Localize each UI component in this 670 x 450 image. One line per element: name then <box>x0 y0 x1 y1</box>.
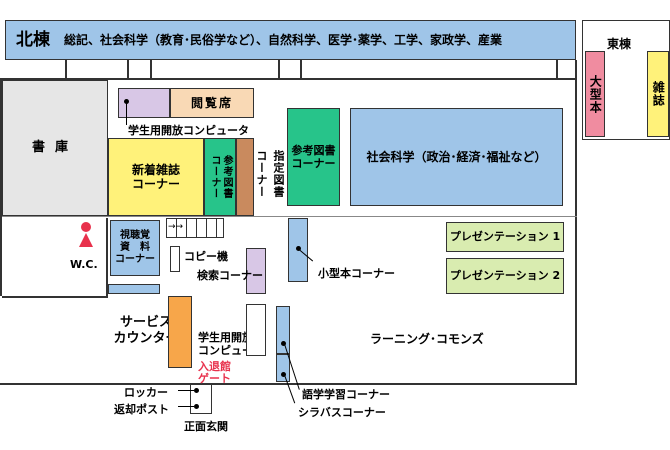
reading-seats: 閲覧席 <box>170 88 254 118</box>
east-title: 東棟 <box>607 37 632 51</box>
small-books-dot <box>296 246 301 251</box>
search-corner-box <box>246 248 266 294</box>
reference-books-corner: 参考図書コーナー <box>287 108 340 206</box>
student-pc-top-label: 学生用開放コンピュータ <box>128 124 249 137</box>
gate-label: 入退館 ゲート <box>198 359 231 386</box>
av-materials-corner: 視聴覚 資 料 コーナー <box>110 220 160 276</box>
search-label: 検索コーナー <box>197 269 263 282</box>
wc-label: W.C. <box>70 258 98 271</box>
toilet-icon <box>79 222 93 252</box>
north-building-band: 北棟 総記、社会科学（教育･民俗学など）、自然科学、医学･薬学、工学、家政学、産… <box>5 20 576 60</box>
large-books-area: 大型本 <box>585 51 605 137</box>
stacks-room: 書庫 <box>2 80 108 216</box>
designated-books-corner <box>236 138 254 216</box>
entrance-label: 正面玄関 <box>184 420 228 433</box>
social-sciences-area: 社会科学（政治･経済･福祉など） <box>350 108 563 206</box>
designated-books-label: 指定図書 コーナー <box>255 150 285 198</box>
language-label: 語学学習コーナー <box>302 388 390 401</box>
new-magazines-corner: 新着雑誌 コーナー <box>108 138 204 216</box>
service-counter-label: サービス カウンター <box>113 315 179 346</box>
corner-small-label: コーナー <box>209 155 220 199</box>
presentation-room-1[interactable]: プレゼンテーション 1 <box>446 222 564 252</box>
service-counter-desk <box>168 296 192 368</box>
student-pc-box <box>246 304 266 356</box>
north-subtitle: 総記、社会科学（教育･民俗学など）、自然科学、医学･薬学、工学、家政学、産業 <box>64 32 503 47</box>
presentation-room-2[interactable]: プレゼンテーション 2 <box>446 258 564 294</box>
language-corner-box <box>276 306 290 354</box>
reference-small-label: 参考図書 <box>221 155 232 199</box>
magazines-area: 雑誌 <box>647 51 669 137</box>
copy-machine <box>170 246 180 272</box>
copy-label: コピー機 <box>184 250 228 263</box>
learning-commons-label: ラーニング･コモンズ <box>370 332 484 346</box>
locker-dot <box>194 388 199 393</box>
syllabus-dot <box>281 372 286 377</box>
wc-area: W.C. <box>66 218 106 276</box>
north-title: 北棟 <box>16 29 50 50</box>
syllabus-corner-box <box>276 354 290 382</box>
east-building: 東棟 大型本 雑誌 <box>582 20 670 140</box>
av-counter <box>108 284 160 294</box>
pc-marker-dot <box>124 99 129 104</box>
reference-small-corner: コーナー 参考図書 <box>204 138 236 216</box>
stairs-arrow-icon: →→ <box>168 222 184 232</box>
small-books-label: 小型本コーナー <box>318 267 395 280</box>
syllabus-label: シラバスコーナー <box>298 406 386 419</box>
language-dot <box>281 341 286 346</box>
return-post-dot <box>194 404 199 409</box>
locker-label: ロッカー <box>124 386 168 399</box>
return-post-label: 返却ポスト <box>114 403 169 416</box>
stairs <box>166 218 224 238</box>
